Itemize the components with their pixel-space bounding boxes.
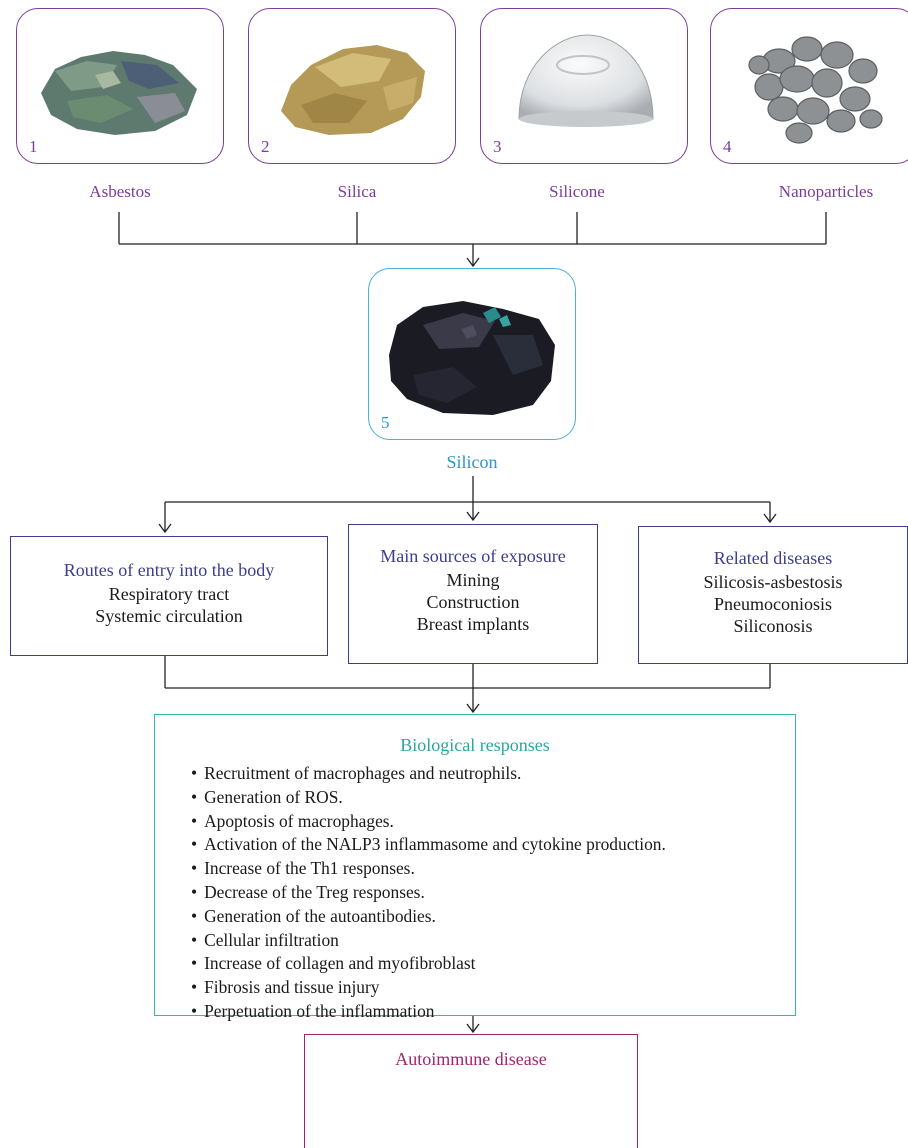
asbestos-mineral-icon xyxy=(41,51,197,135)
biological-responses-box: Biological responses Recruitment of macr… xyxy=(154,714,796,1021)
diseases-line: Silicosis-asbestosis xyxy=(703,572,843,592)
exposure-line: Breast implants xyxy=(416,614,530,634)
list-item: Decrease of the Treg responses. xyxy=(191,881,666,905)
exposure-line: Construction xyxy=(426,592,520,612)
list-item: Recruitment of macrophages and neutrophi… xyxy=(191,762,666,786)
card-number: 1 xyxy=(29,137,38,156)
list-item: Apoptosis of macrophages. xyxy=(191,810,666,834)
label-silica: Silica xyxy=(337,182,377,201)
list-item: Increase of the Th1 responses. xyxy=(191,857,666,881)
list-item: Cellular infiltration xyxy=(191,929,666,953)
list-item: Fibrosis and tissue injury xyxy=(191,976,666,1000)
routes-line: Systemic circulation xyxy=(95,606,243,626)
card-number: 5 xyxy=(381,413,390,432)
card-number: 3 xyxy=(493,137,502,156)
silicon-element-icon xyxy=(389,301,555,415)
routes-box: Routes of entry into the body Respirator… xyxy=(10,536,328,656)
diseases-box: Related diseases Silicosis-asbestosis Pn… xyxy=(638,526,908,664)
diseases-line: Siliconosis xyxy=(733,616,813,636)
list-item: Activation of the NALP3 inflammasome and… xyxy=(191,833,666,857)
list-item: Generation of the autoantibodies. xyxy=(191,905,666,929)
nanoparticle-cluster-icon xyxy=(748,36,883,144)
label-nanoparticles: Nanoparticles xyxy=(778,182,874,201)
silicon-card: 5 xyxy=(368,268,576,440)
biological-title: Biological responses xyxy=(400,735,550,755)
autoimmune-disease-box: Autoimmune disease xyxy=(304,1034,638,1148)
routes-line: Respiratory tract xyxy=(108,584,230,604)
autoimmune-title: Autoimmune disease xyxy=(395,1049,547,1069)
card-number: 2 xyxy=(261,137,270,156)
routes-title: Routes of entry into the body xyxy=(63,560,275,580)
card-number: 4 xyxy=(723,137,732,156)
list-item: Generation of ROS. xyxy=(191,786,666,810)
silicone-implant-icon xyxy=(518,34,654,127)
silica-stone-icon xyxy=(281,45,425,135)
silicone-card: 3 xyxy=(480,8,688,164)
diseases-title: Related diseases xyxy=(713,548,833,568)
biological-list: Recruitment of macrophages and neutrophi… xyxy=(191,762,666,1024)
diseases-line: Pneumoconiosis xyxy=(713,594,832,614)
label-silicone: Silicone xyxy=(549,182,605,201)
list-item: Perpetuation of the inflammation xyxy=(191,1000,666,1024)
exposure-title: Main sources of exposure xyxy=(380,546,566,566)
exposure-box: Main sources of exposure Mining Construc… xyxy=(348,524,598,664)
label-asbestos: Asbestos xyxy=(89,182,151,201)
exposure-line: Mining xyxy=(446,570,500,590)
asbestos-card: 1 xyxy=(16,8,224,164)
silica-card: 2 xyxy=(248,8,456,164)
label-silicon: Silicon xyxy=(446,452,498,472)
nanoparticles-card: 4 xyxy=(710,8,908,164)
list-item: Increase of collagen and myofibroblast xyxy=(191,952,666,976)
